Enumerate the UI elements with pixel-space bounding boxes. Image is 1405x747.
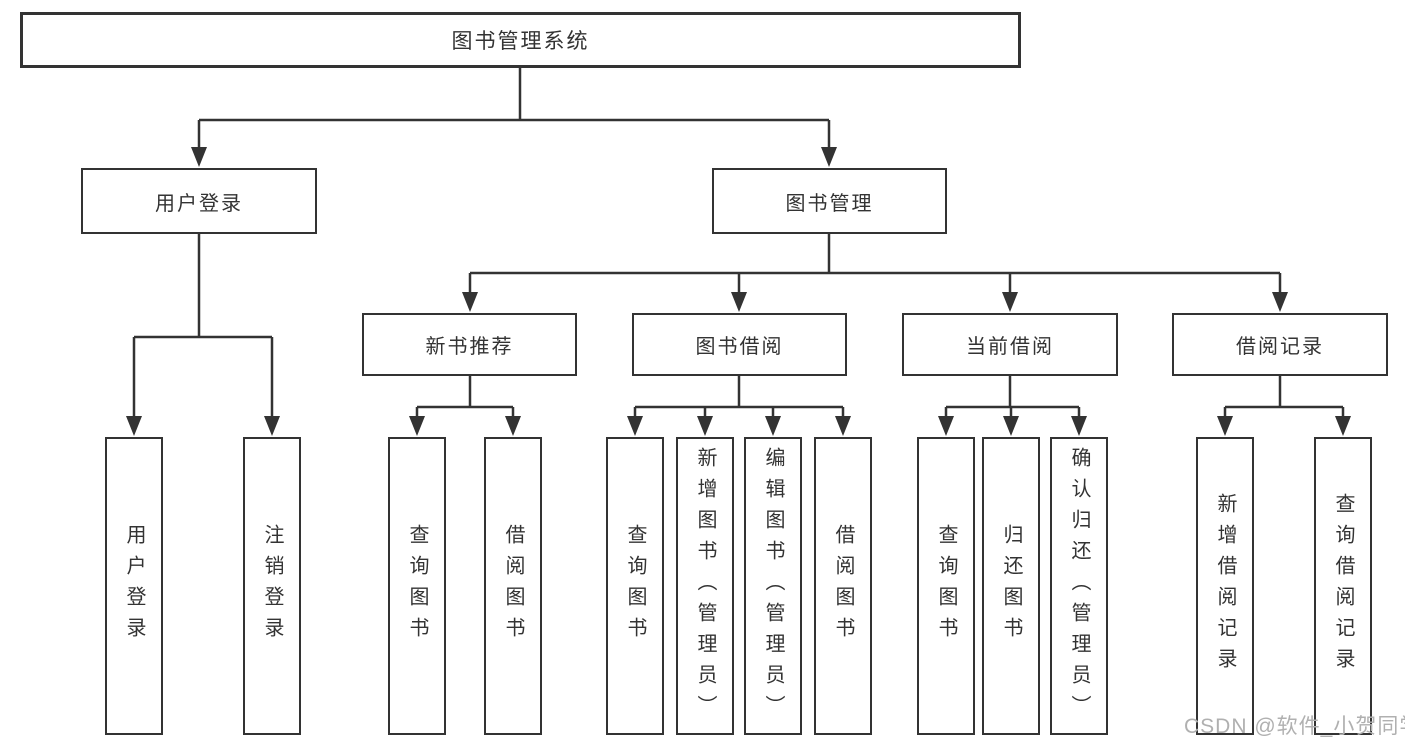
edge-new-book-children — [415, 376, 515, 417]
node-label: 查询图书 — [935, 524, 957, 648]
node-label: 借阅图书 — [832, 524, 854, 648]
edge-book-management-children — [468, 234, 1282, 292]
node-book-borrow: 图书借阅 — [632, 313, 847, 376]
node-label: 查询图书 — [624, 524, 646, 648]
node-label: 当前借阅 — [966, 336, 1054, 358]
node-label: 新书推荐 — [425, 336, 514, 358]
node-label: 图书管理系统 — [451, 30, 590, 53]
node-label: 归还图书 — [1000, 524, 1022, 648]
node-label: 查询图书 — [406, 524, 428, 648]
node-label: 新增借阅记录 — [1214, 493, 1236, 679]
node-label: 新增图书（管理员） — [694, 446, 716, 726]
edge-root-to-level2 — [197, 68, 831, 148]
node-borrow-record: 借阅记录 — [1172, 313, 1388, 376]
leaf-query-borrow-record: 查询借阅记录 — [1314, 437, 1372, 735]
node-book-management: 图书管理 — [712, 168, 947, 234]
node-label: 图书管理 — [785, 192, 874, 215]
leaf-return-books: 归还图书 — [982, 437, 1040, 735]
edge-user-login-children — [132, 234, 274, 417]
node-label: 编辑图书（管理员） — [762, 446, 784, 726]
node-label: 用户登录 — [155, 192, 243, 215]
node-new-book-recommend: 新书推荐 — [362, 313, 577, 376]
leaf-edit-books-admin: 编辑图书（管理员） — [744, 437, 802, 735]
leaf-add-borrow-record: 新增借阅记录 — [1196, 437, 1254, 735]
csdn-watermark: CSDN @软件_小贺同学 — [1184, 715, 1405, 738]
leaf-borrow-books-2: 借阅图书 — [814, 437, 872, 735]
leaf-confirm-return-admin: 确认归还（管理员） — [1050, 437, 1108, 735]
edge-borrow-record-children — [1223, 376, 1345, 417]
node-label: 确认归还（管理员） — [1068, 446, 1090, 726]
edge-current-borrow-children — [944, 376, 1081, 417]
node-label: 注销登录 — [261, 524, 283, 648]
node-current-borrow: 当前借阅 — [902, 313, 1118, 376]
node-label: 用户登录 — [123, 524, 145, 648]
node-root-system: 图书管理系统 — [20, 12, 1021, 68]
node-label: 图书借阅 — [695, 336, 784, 358]
node-user-login-branch: 用户登录 — [81, 168, 317, 234]
leaf-user-login: 用户登录 — [105, 437, 163, 735]
node-label: 借阅记录 — [1236, 336, 1324, 358]
node-label: 借阅图书 — [502, 524, 524, 648]
leaf-add-books-admin: 新增图书（管理员） — [676, 437, 734, 735]
leaf-query-books-1: 查询图书 — [388, 437, 446, 735]
node-label: 查询借阅记录 — [1332, 493, 1354, 679]
edge-book-borrow-children — [633, 376, 845, 417]
leaf-logout: 注销登录 — [243, 437, 301, 735]
leaf-borrow-books-1: 借阅图书 — [484, 437, 542, 735]
leaf-query-books-2: 查询图书 — [606, 437, 664, 735]
leaf-query-books-3: 查询图书 — [917, 437, 975, 735]
